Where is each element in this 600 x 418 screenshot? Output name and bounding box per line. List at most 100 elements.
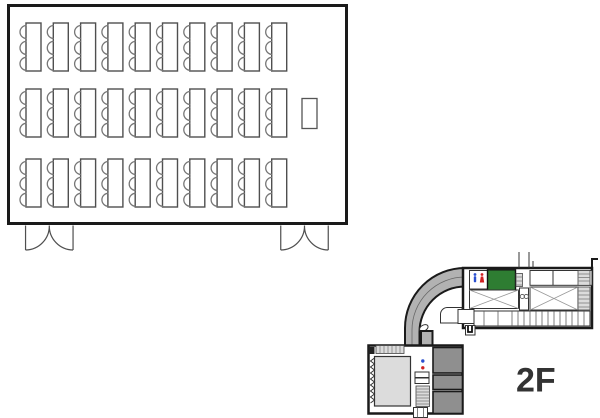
chair-icon xyxy=(155,90,164,106)
chair-icon xyxy=(73,160,82,176)
chair-icon xyxy=(19,176,27,192)
chair-icon xyxy=(46,24,54,40)
chair-icon xyxy=(73,56,82,71)
hall-left-cross xyxy=(469,289,519,309)
table-with-chairs xyxy=(73,88,97,138)
elevator-circles xyxy=(519,293,529,300)
stairs-hatch-a-lines xyxy=(516,276,523,286)
chair-icon xyxy=(237,24,245,40)
chair-icon xyxy=(73,106,82,122)
table-with-chairs xyxy=(183,88,206,138)
table xyxy=(243,88,261,138)
table xyxy=(216,158,233,208)
chair-icon xyxy=(73,176,82,192)
chair-icon xyxy=(155,160,164,176)
wing-rooms-top xyxy=(529,270,593,286)
stairs-hatch-d-lines xyxy=(379,346,401,353)
stairs-hatch-a xyxy=(515,273,523,287)
chair-icon xyxy=(73,24,82,40)
gray-block-2 xyxy=(432,374,464,391)
chair-icon xyxy=(265,90,273,106)
stairs-hatch-b xyxy=(577,270,591,286)
table xyxy=(79,158,97,208)
table xyxy=(52,88,69,138)
chair-icon xyxy=(210,106,218,122)
chair-icon xyxy=(210,90,218,106)
chair-icon xyxy=(155,122,164,137)
table-with-chairs xyxy=(155,88,179,138)
table-with-chairs xyxy=(265,88,288,138)
table xyxy=(52,22,69,72)
chair-icon xyxy=(46,56,54,71)
stairs-hatch-d xyxy=(375,345,405,354)
chair-icon xyxy=(128,40,136,56)
double-door-icon xyxy=(24,225,74,251)
table xyxy=(189,88,206,138)
chair-icon xyxy=(237,90,245,106)
chair-icon xyxy=(265,106,273,122)
hall-right-cross xyxy=(529,286,579,311)
chair-icon xyxy=(237,176,245,192)
table xyxy=(271,22,288,72)
table xyxy=(216,88,233,138)
table-with-chairs xyxy=(210,22,233,72)
stairs-hatch-b-lines xyxy=(578,273,590,282)
chair-icon xyxy=(183,106,191,122)
chair-icon xyxy=(237,40,245,56)
chair-icon xyxy=(237,160,245,176)
table-with-chairs xyxy=(101,22,124,72)
chair-icon xyxy=(183,192,191,207)
female-restroom-dot xyxy=(421,366,425,370)
stairs-hatch-e xyxy=(415,385,430,407)
chair-icon xyxy=(183,90,191,106)
chair-icon xyxy=(128,24,136,40)
table-with-chairs xyxy=(46,158,69,208)
table xyxy=(25,88,42,138)
table-with-chairs xyxy=(210,88,233,138)
table-with-chairs xyxy=(128,158,151,208)
chair-icon xyxy=(128,106,136,122)
gray-block-3 xyxy=(432,390,464,415)
chair-icon xyxy=(46,106,54,122)
chair-icon xyxy=(19,160,27,176)
table-with-chairs xyxy=(265,22,288,72)
connector-strip xyxy=(420,330,434,347)
junction-stub xyxy=(465,325,476,336)
table xyxy=(243,158,261,208)
floor-label: 2F xyxy=(516,362,556,400)
entrance-doors xyxy=(24,225,329,251)
stairs-hatch-c-lines xyxy=(578,290,590,308)
corridor-cell-b xyxy=(414,377,430,384)
chair-icon xyxy=(101,90,109,106)
junction-room-b xyxy=(457,309,475,324)
chair-icon xyxy=(19,40,27,56)
table xyxy=(216,22,233,72)
chair-icon xyxy=(46,122,54,137)
chair-icon xyxy=(73,122,82,137)
chair-icon xyxy=(210,192,218,207)
chair-icon xyxy=(46,160,54,176)
colonnade-dividers xyxy=(483,311,585,326)
restroom xyxy=(469,270,488,290)
table-with-chairs xyxy=(183,22,206,72)
chair-icon xyxy=(46,40,54,56)
table xyxy=(79,22,97,72)
chair-icon xyxy=(128,176,136,192)
table xyxy=(271,158,288,208)
table-with-chairs xyxy=(101,158,124,208)
chair-icon xyxy=(128,122,136,137)
chair-icon xyxy=(183,160,191,176)
south-entrance-lines xyxy=(417,407,424,418)
table xyxy=(161,158,179,208)
table-with-chairs xyxy=(73,22,97,72)
chair-icon xyxy=(210,24,218,40)
chair-icon xyxy=(183,40,191,56)
double-door-icon xyxy=(280,225,329,251)
chair-icon xyxy=(46,90,54,106)
chair-icon xyxy=(101,160,109,176)
chair-icon xyxy=(237,56,245,71)
junction-door-mark xyxy=(467,326,473,333)
colonnade xyxy=(473,310,591,327)
chair-icon xyxy=(155,176,164,192)
